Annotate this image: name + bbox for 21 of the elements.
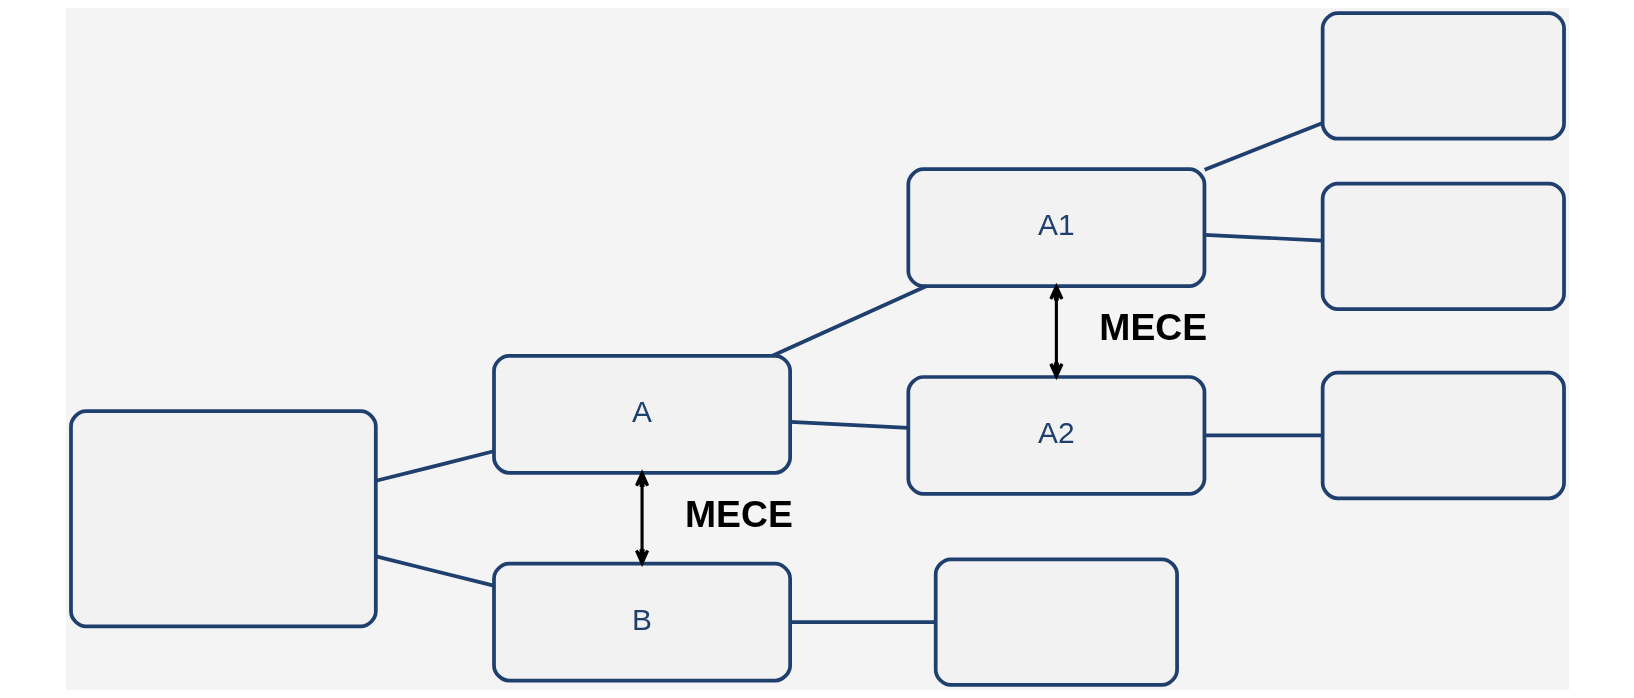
node-box (1320, 370, 1566, 501)
node-box (1320, 181, 1566, 312)
node-box (68, 409, 378, 629)
connector (771, 284, 927, 358)
connector (1203, 121, 1323, 172)
connector (1204, 232, 1323, 243)
node-box (933, 557, 1179, 687)
node-box: B (491, 561, 792, 683)
node-box: A1 (905, 167, 1206, 289)
connector (375, 554, 494, 588)
node-box: A (491, 353, 792, 475)
connector (789, 620, 935, 624)
connector (789, 420, 908, 430)
node-box: A2 (905, 375, 1206, 496)
edge-label: MECE (684, 492, 793, 535)
arrow (1048, 284, 1064, 379)
connector (1204, 433, 1323, 438)
edge-label: MECE (1098, 306, 1207, 349)
node-box (1320, 11, 1566, 141)
arrow (634, 471, 649, 565)
connector (375, 449, 494, 483)
